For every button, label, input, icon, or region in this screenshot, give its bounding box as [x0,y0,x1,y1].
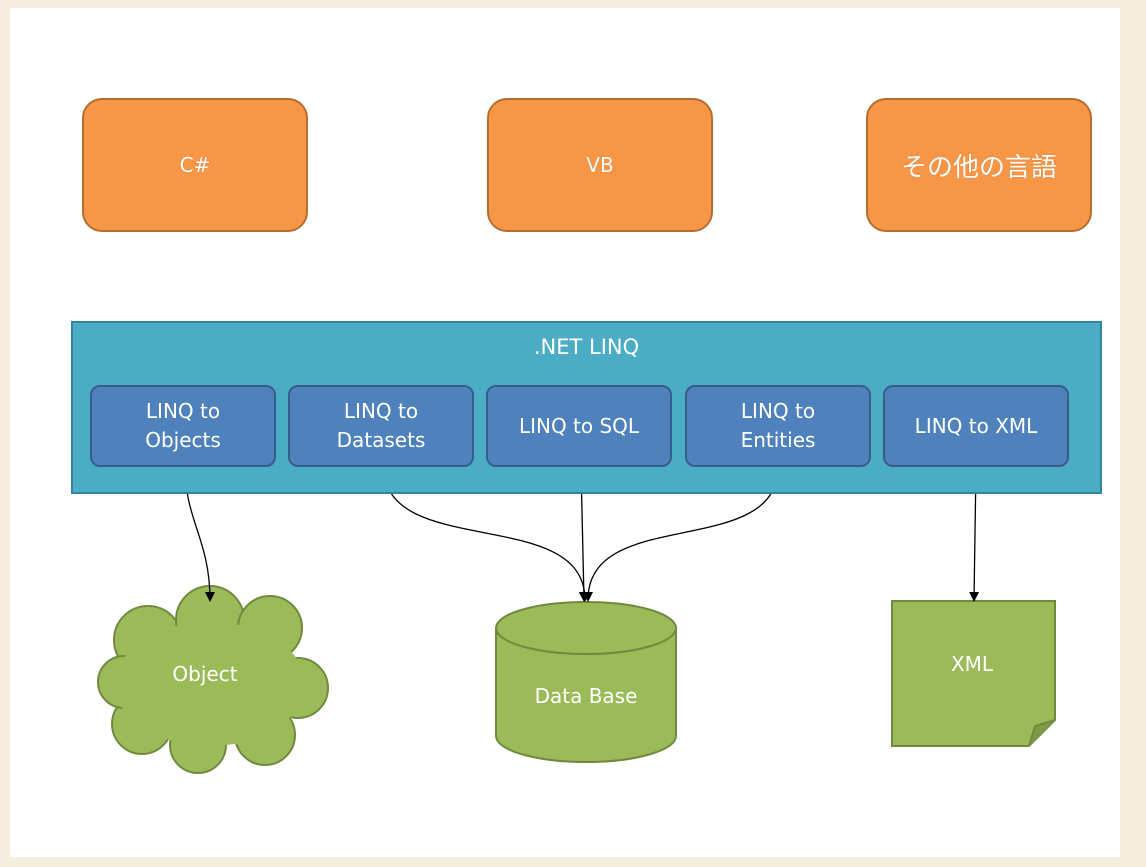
connector-entities-to-database [583,466,779,602]
object-target-label: Object [172,662,238,686]
provider-linq-to-xml: LINQ to XML [883,385,1069,467]
connector-datasets-to-database [383,466,590,602]
provider-linq-to-objects: LINQ to Objects [90,385,276,467]
xml-document-shape [891,600,1056,747]
provider-linq-to-entities: LINQ to Entities [685,385,871,467]
object-cloud-shape [97,585,329,774]
database-cylinder-shape [495,601,677,763]
provider-linq-to-sql: LINQ to SQL [486,385,672,467]
language-csharp-box: C# [82,98,308,232]
database-target-label: Data Base [534,684,638,708]
xml-target-label: XML [950,652,994,676]
provider-linq-to-datasets: LINQ to Datasets [288,385,474,467]
linq-panel-title: .NET LINQ [533,335,640,359]
language-vb-box: VB [487,98,713,232]
language-other-box: その他の言語 [866,98,1092,232]
